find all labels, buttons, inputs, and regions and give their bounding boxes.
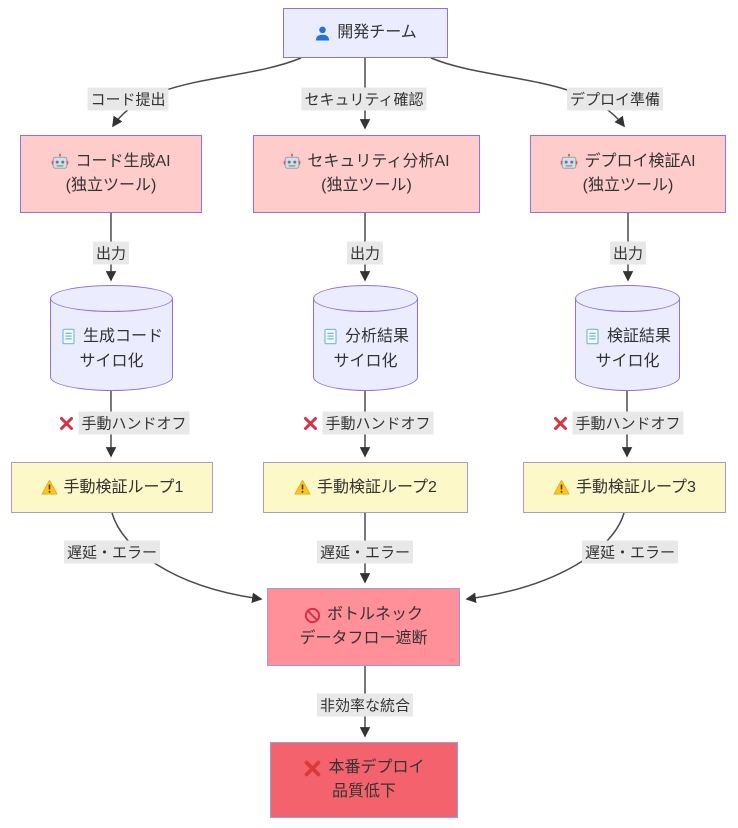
no-entry-icon bbox=[304, 607, 321, 624]
edge-label-manual-handoff-2: 手動ハンドオフ bbox=[302, 411, 434, 435]
node-security-ai: セキュリティ分析AI (独立ツール) bbox=[253, 135, 480, 213]
node-sublabel: (独立ツール) bbox=[321, 177, 412, 194]
edge-label-output-1: 出力 bbox=[92, 241, 130, 265]
node-manual-loop-2: 手動検証ループ2 bbox=[263, 462, 468, 513]
node-sublabel: サイロ化 bbox=[79, 353, 144, 370]
edge-label-output-3: 出力 bbox=[609, 241, 647, 265]
node-sublabel: (独立ツール) bbox=[65, 177, 157, 194]
edge-loop3-to-bottleneck bbox=[465, 512, 625, 604]
warning-icon bbox=[40, 479, 58, 496]
edge-label-delay-error-2: 遅延・エラー bbox=[316, 540, 414, 564]
node-label: デプロイ検証AI bbox=[584, 153, 696, 170]
document-icon bbox=[584, 328, 601, 345]
node-analysis-silo: 分析結果 サイロ化 bbox=[313, 285, 418, 391]
node-sublabel: 品質低下 bbox=[331, 783, 396, 800]
node-label: コード生成AI bbox=[75, 153, 171, 170]
node-sublabel: データフロー遮断 bbox=[299, 630, 428, 647]
node-label: 手動検証ループ1 bbox=[63, 478, 184, 496]
node-label: 手動検証ループ2 bbox=[317, 478, 437, 496]
cross-icon bbox=[302, 415, 318, 431]
warning-icon bbox=[294, 479, 311, 496]
document-icon bbox=[60, 328, 77, 345]
node-sublabel: サイロ化 bbox=[595, 353, 660, 370]
edge-label-inefficient-integration: 非効率な統合 bbox=[316, 693, 414, 717]
edge-label-delay-error-1: 遅延・エラー bbox=[63, 540, 161, 564]
node-label: セキュリティ分析AI bbox=[307, 153, 450, 170]
node-label: 検証結果 bbox=[606, 328, 671, 345]
edge-label-code-submit: コード提出 bbox=[87, 87, 169, 111]
robot-icon bbox=[283, 153, 301, 171]
edge-label-delay-error-3: 遅延・エラー bbox=[581, 540, 679, 564]
edge-label-manual-handoff-1: 手動ハンドオフ bbox=[58, 411, 190, 435]
warning-icon bbox=[553, 479, 570, 496]
node-dev-team: 開発チーム bbox=[283, 8, 448, 58]
edge-loop1-to-bottleneck bbox=[111, 512, 263, 604]
node-bottleneck: ボトルネック データフロー遮断 bbox=[267, 588, 460, 666]
node-code-gen-ai: コード生成AI (独立ツール) bbox=[20, 135, 202, 213]
document-icon bbox=[322, 328, 339, 345]
node-sublabel: (独立ツール) bbox=[582, 177, 674, 194]
node-deploy-ai: デプロイ検証AI (独立ツール) bbox=[530, 135, 726, 213]
robot-icon bbox=[51, 153, 69, 171]
node-production-deploy: 本番デプロイ 品質低下 bbox=[270, 742, 458, 818]
cross-icon bbox=[58, 415, 74, 431]
node-code-silo: 生成コード サイロ化 bbox=[50, 285, 173, 391]
node-label: 開発チーム bbox=[337, 24, 417, 41]
robot-icon bbox=[560, 153, 578, 171]
node-label: 生成コード bbox=[82, 328, 163, 345]
node-label: 本番デプロイ bbox=[328, 759, 425, 776]
edge-label-manual-handoff-3: 手動ハンドオフ bbox=[552, 411, 684, 435]
node-sublabel: サイロ化 bbox=[333, 353, 398, 370]
edge-label-security-check: セキュリティ確認 bbox=[301, 87, 427, 111]
edge-label-output-2: 出力 bbox=[346, 241, 384, 265]
node-label: ボトルネック bbox=[326, 606, 423, 623]
node-manual-loop-1: 手動検証ループ1 bbox=[11, 462, 213, 513]
user-icon bbox=[314, 25, 331, 42]
node-manual-loop-3: 手動検証ループ3 bbox=[523, 462, 726, 513]
cross-icon bbox=[303, 759, 322, 778]
edge-label-deploy-prep: デプロイ準備 bbox=[566, 87, 664, 111]
node-verify-silo: 検証結果 サイロ化 bbox=[575, 285, 680, 391]
node-label: 分析結果 bbox=[344, 328, 409, 345]
cross-icon bbox=[552, 415, 568, 431]
node-label: 手動検証ループ3 bbox=[576, 478, 696, 496]
